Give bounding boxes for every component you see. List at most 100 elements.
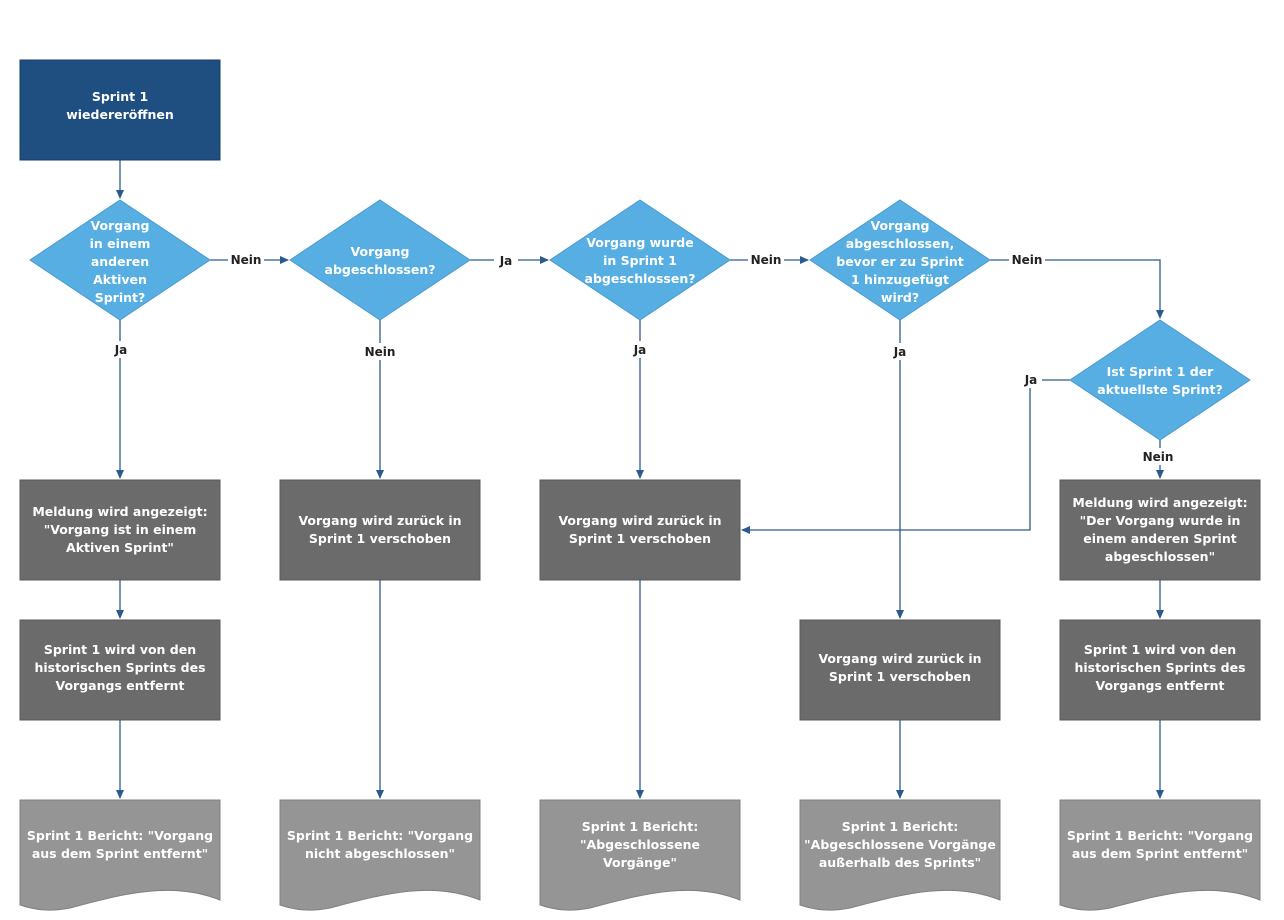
process-message-other-sprint-label: Meldung wird angezeigt: "Der Vorgang wurd… <box>1072 495 1247 564</box>
report-not-completed <box>279 799 481 911</box>
process-moved-back-2-label: Vorgang wird zurück in Sprint 1 verschobe… <box>558 513 721 546</box>
process-moved-back-3 <box>799 619 1001 721</box>
process-moved-back-1-label: Vorgang wird zurück in Sprint 1 verschobe… <box>298 513 461 546</box>
report-completed-outside <box>799 799 1001 911</box>
edge-label-d2-yes: Ja <box>499 254 513 268</box>
edge-label-d3-no: Nein <box>751 253 782 267</box>
edge-label-d5-no: Nein <box>1143 450 1174 464</box>
q5-line-1: Sprint 1 wird von den <box>1084 642 1236 657</box>
q5-line-2: historischen Sprints des <box>1074 660 1245 675</box>
decision-completed <box>289 199 471 321</box>
d4-line-5: wird? <box>881 290 919 305</box>
report-removed-2 <box>1059 799 1261 911</box>
edge-label-d1-yes: Ja <box>114 343 128 357</box>
edge-label-d2-no: Nein <box>365 345 396 359</box>
process-removed-history-1-label: Sprint 1 wird von den historischen Sprint… <box>34 642 205 693</box>
r1-line-1: Sprint 1 Bericht: "Vorgang <box>27 828 213 843</box>
decision-completed-before-added-label: Vorgang abgeschlossen, bevor er zu Sprint 1… <box>836 218 963 305</box>
d4-line-4: 1 hinzugefügt <box>851 272 949 287</box>
d3-line-1: Vorgang wurde <box>586 235 693 250</box>
d1-line-4: Aktiven <box>93 272 147 287</box>
p1-line-3: Aktiven Sprint" <box>66 540 174 555</box>
d4-line-2: abgeschlossen, <box>846 236 954 251</box>
process-moved-back-3-label: Vorgang wird zurück in Sprint 1 verschobe… <box>818 651 981 684</box>
process-removed-history-1 <box>19 619 221 721</box>
d4-line-1: Vorgang <box>871 218 930 233</box>
d3-line-3: abgeschlossen? <box>585 271 696 286</box>
q4-line-2: Sprint 1 verschoben <box>829 669 971 684</box>
decision-completed-label: Vorgang abgeschlossen? <box>325 244 436 277</box>
q1-line-1: Sprint 1 wird von den <box>44 642 196 657</box>
process-moved-back-2 <box>539 479 741 581</box>
process-removed-history-2-label: Sprint 1 wird von den historischen Sprint… <box>1074 642 1245 693</box>
d3-line-2: in Sprint 1 <box>603 253 677 268</box>
decision-active-sprint <box>29 199 211 321</box>
decision-completed-before-added <box>809 199 991 321</box>
edge-label-d1-no: Nein <box>231 253 262 267</box>
edge-d4-d5 <box>990 259 1164 319</box>
q4-line-1: Vorgang wird zurück in <box>818 651 981 666</box>
r1-line-2: aus dem Sprint entfernt" <box>32 846 208 861</box>
r3-line-3: Vorgänge" <box>603 855 677 870</box>
p3-line-2: Sprint 1 verschoben <box>569 531 711 546</box>
process-moved-back-1 <box>279 479 481 581</box>
r4-line-1: Sprint 1 Bericht: <box>842 819 958 834</box>
d1-line-2: in einem <box>90 236 151 251</box>
d5-line-2: aktuellste Sprint? <box>1097 382 1222 397</box>
edges <box>116 160 1164 799</box>
r4-line-3: außerhalb des Sprints" <box>819 855 981 870</box>
report-removed-1-label: Sprint 1 Bericht: "Vorgang aus dem Sprint… <box>27 828 213 861</box>
report-removed-2-label: Sprint 1 Bericht: "Vorgang aus dem Sprint… <box>1067 828 1253 861</box>
p2-line-1: Vorgang wird zurück in <box>298 513 461 528</box>
r5-line-2: aus dem Sprint entfernt" <box>1072 846 1248 861</box>
decision-latest-sprint-label: Ist Sprint 1 der aktuellste Sprint? <box>1097 364 1222 397</box>
edge-label-d5-yes: Ja <box>1024 373 1038 387</box>
d2-line-2: abgeschlossen? <box>325 262 436 277</box>
p2-line-2: Sprint 1 verschoben <box>309 531 451 546</box>
decision-completed-in-sprint <box>549 199 731 321</box>
r3-line-2: "Abgeschlossene <box>580 837 700 852</box>
q1-line-2: historischen Sprints des <box>34 660 205 675</box>
p5-line-4: abgeschlossen" <box>1105 549 1215 564</box>
q5-line-3: Vorgangs entfernt <box>1095 678 1224 693</box>
p5-line-1: Meldung wird angezeigt: <box>1072 495 1247 510</box>
p5-line-3: einem anderen Sprint <box>1083 531 1236 546</box>
edge-label-d4-yes: Ja <box>893 345 907 359</box>
r2-line-1: Sprint 1 Bericht: "Vorgang <box>287 828 473 843</box>
report-completed <box>539 799 741 911</box>
document-nodes: Sprint 1 Bericht: "Vorgang aus dem Sprint… <box>19 799 1261 911</box>
process-message-active-sprint <box>19 479 221 581</box>
p1-line-1: Meldung wird angezeigt: <box>32 504 207 519</box>
p3-line-1: Vorgang wird zurück in <box>558 513 721 528</box>
p5-line-2: "Der Vorgang wurde in <box>1080 513 1241 528</box>
d4-line-3: bevor er zu Sprint <box>836 254 963 269</box>
d5-line-1: Ist Sprint 1 der <box>1107 364 1215 379</box>
process-removed-history-2 <box>1059 619 1261 721</box>
start-line-1: Sprint 1 <box>92 89 148 104</box>
report-removed-1 <box>19 799 221 911</box>
process-nodes: Meldung wird angezeigt: "Vorgang ist in e… <box>19 479 1261 721</box>
d1-line-1: Vorgang <box>91 218 150 233</box>
process-message-active-sprint-label: Meldung wird angezeigt: "Vorgang ist in e… <box>32 504 207 555</box>
edge-labels: Nein Ja Ja Nein Nein Ja Nein Ja Ja Nein <box>110 251 1176 465</box>
process-message-other-sprint <box>1059 479 1261 581</box>
r2-line-2: nicht abgeschlossen" <box>305 846 455 861</box>
start-box <box>19 59 221 161</box>
d1-line-5: Sprint? <box>95 290 146 305</box>
edge-label-d3-yes: Ja <box>633 343 647 357</box>
r3-line-1: Sprint 1 Bericht: <box>582 819 698 834</box>
q1-line-3: Vorgangs entfernt <box>55 678 184 693</box>
r5-line-1: Sprint 1 Bericht: "Vorgang <box>1067 828 1253 843</box>
p1-line-2: "Vorgang ist in einem <box>44 522 197 537</box>
report-not-completed-label: Sprint 1 Bericht: "Vorgang nicht abgeschl… <box>287 828 473 861</box>
r4-line-2: "Abgeschlossene Vorgänge <box>804 837 996 852</box>
decision-completed-in-sprint-label: Vorgang wurde in Sprint 1 abgeschlossen? <box>585 235 696 286</box>
d2-line-1: Vorgang <box>351 244 410 259</box>
